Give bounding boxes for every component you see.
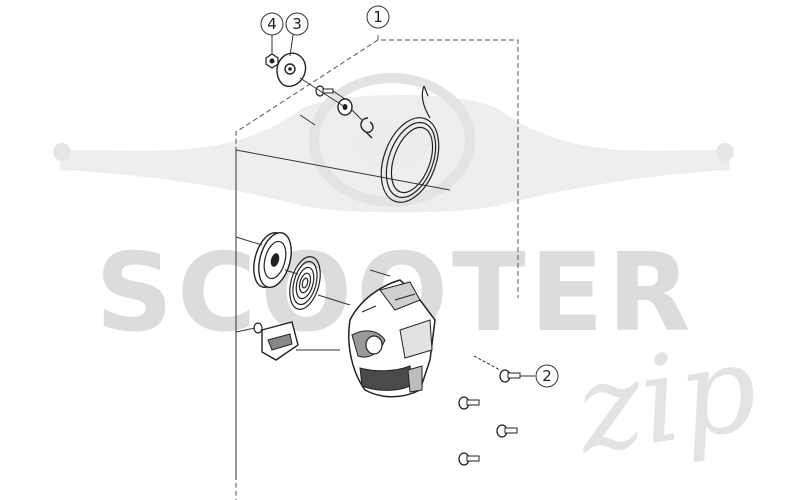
- watermark: SCOOTER zip: [53, 73, 765, 481]
- part-screw-3: [496, 424, 518, 438]
- part-screw-1: [473, 355, 535, 383]
- callout-3-label: 3: [292, 15, 302, 33]
- part-starter-housing: [348, 279, 436, 398]
- part-recoil-spring: [289, 256, 321, 310]
- assembly-box: [235, 114, 451, 480]
- part-nut: [265, 53, 279, 69]
- part-spring-clip: [360, 117, 374, 139]
- part-starter-rope: [380, 85, 440, 203]
- part-screw-2: [458, 396, 480, 410]
- watermark-handlebar-end-right: [716, 143, 734, 161]
- callout-4-label: 4: [267, 15, 277, 33]
- callout-2-label: 2: [542, 367, 552, 385]
- part-pulley: [253, 231, 292, 289]
- watermark-emblem: [309, 73, 475, 207]
- callout-4: 4: [260, 12, 284, 54]
- part-plate: [276, 52, 307, 88]
- part-screw-4: [458, 452, 480, 466]
- part-assembly-lines: [235, 236, 391, 306]
- callout-3: 3: [285, 12, 309, 57]
- watermark-handlebar-end-left: [53, 143, 71, 161]
- watermark-emblem-mark: [352, 120, 432, 169]
- assembly-outline: [235, 35, 519, 500]
- part-screw-small: [315, 85, 334, 97]
- part-connector-lines: [299, 77, 363, 121]
- part-starter-handle: [235, 321, 340, 361]
- callout-1-label: 1: [373, 8, 383, 26]
- callout-2: 2: [535, 364, 559, 388]
- callout-1: 1: [366, 5, 390, 29]
- watermark-script-text: zip: [567, 318, 765, 481]
